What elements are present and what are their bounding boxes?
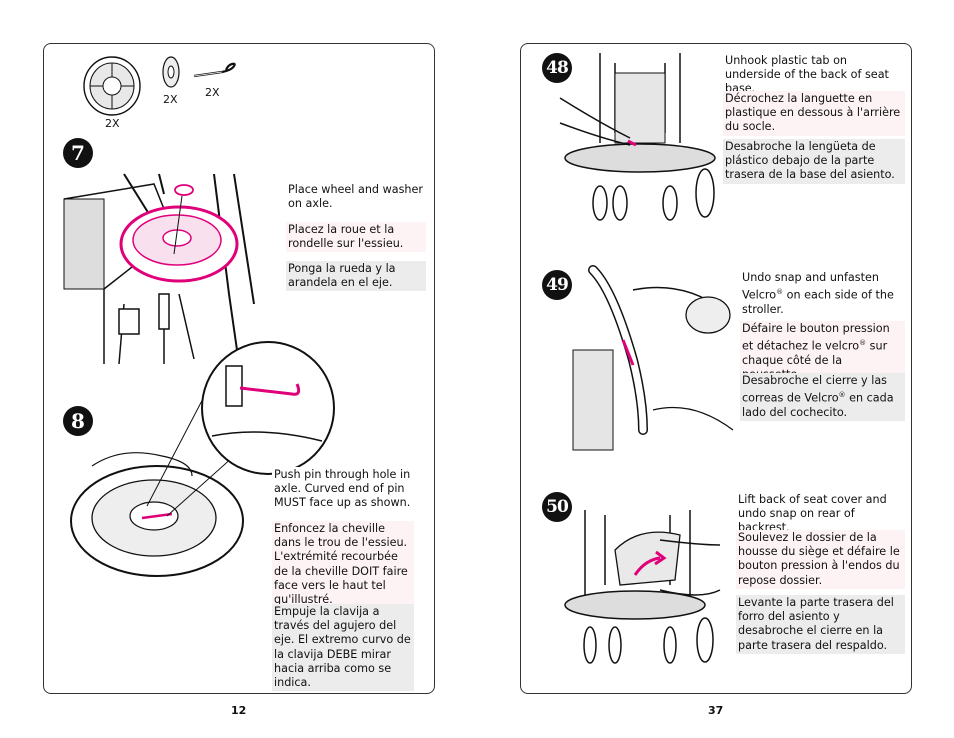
step-8-text-en: Push pin through hole in axle. Curved en…	[272, 467, 414, 512]
pin-in-axle-illustration	[70, 341, 335, 577]
reg-mark-es: ®	[838, 391, 846, 400]
left-page-number: 12	[231, 704, 247, 717]
pin-icon	[193, 62, 236, 78]
washer-qty: 2X	[163, 93, 178, 106]
unhook-tab-illustration	[559, 53, 716, 221]
step-7-badge: 7	[63, 138, 93, 168]
wheel-on-axle-illustration	[63, 173, 255, 365]
step-50-text-fr: Soulevez le dossier de la housse du sièg…	[736, 530, 905, 589]
unsnap-velcro-illustration	[572, 265, 734, 451]
step-49-fr-before: Défaire le bouton pression et détachez l…	[742, 322, 890, 353]
step-48-badge: 48	[542, 53, 572, 83]
step-8-text-fr: Enfoncez la cheville dans le trou de l'e…	[272, 521, 414, 609]
step-7-text-en: Place wheel and washer on axle.	[286, 182, 426, 213]
step-49-text-es: Desabroche el cierre y las correas de Ve…	[740, 373, 905, 422]
reg-mark-en: ®	[776, 288, 784, 297]
step-7-text-es: Ponga la rueda y la arandela en el eje.	[286, 261, 426, 292]
step-49-es-before: Desabroche el cierre y las correas de Ve…	[742, 374, 888, 405]
step-48-text-fr: Décrochez la languette en plastique en d…	[723, 91, 905, 136]
step-49-es-after: en cada lado del cochecito.	[742, 391, 894, 420]
step-48-text-es: Desabroche la lengüeta de plástico debaj…	[723, 139, 905, 184]
step-49-en-before: Undo snap and unfasten Velcro	[742, 271, 879, 302]
step-8-text-es: Empuje la clavija a través del agujero d…	[272, 604, 414, 692]
wheel-qty: 2X	[105, 117, 120, 130]
step-50-badge: 50	[542, 492, 572, 522]
step-7-text-fr: Placez la roue et la rondelle sur l'essi…	[286, 222, 426, 253]
step-48-text-en: Unhook plastic tab on underside of the b…	[723, 53, 905, 98]
step-49-en-after: on each side of the stroller.	[742, 288, 894, 317]
step-49-badge: 49	[542, 270, 572, 300]
wheel-icon	[83, 56, 141, 116]
washer-icon	[162, 56, 180, 88]
step-49-text-en: Undo snap and unfasten Velcro® on each s…	[740, 270, 905, 319]
step-50-text-es: Levante la parte trasera del forro del a…	[736, 595, 905, 654]
lift-seat-cover-illustration	[564, 510, 721, 664]
step-8-badge: 8	[63, 406, 93, 436]
right-page-number: 37	[708, 704, 724, 717]
pin-qty: 2X	[205, 86, 220, 99]
reg-mark-fr: ®	[859, 339, 867, 348]
step-50-text-en: Lift back of seat cover and undo snap on…	[736, 492, 905, 537]
